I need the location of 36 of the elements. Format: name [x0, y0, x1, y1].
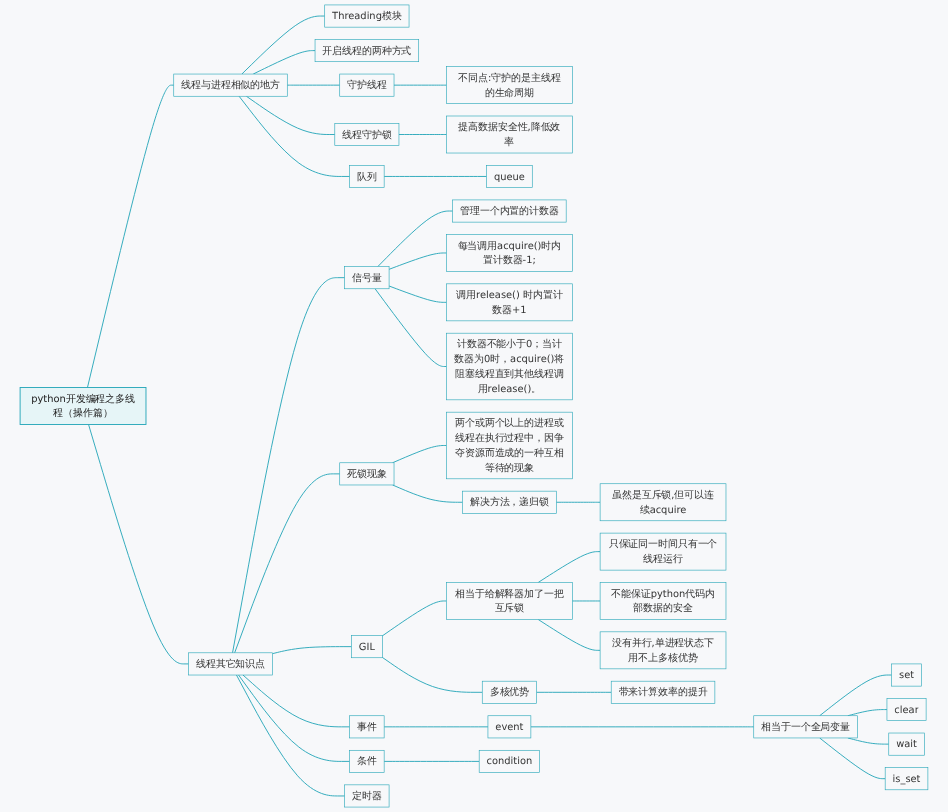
connector — [238, 674, 351, 762]
connector — [245, 95, 336, 135]
connector — [241, 15, 326, 75]
connector — [392, 484, 463, 503]
connector — [388, 252, 447, 270]
connector — [555, 501, 601, 503]
connector — [87, 84, 175, 388]
connector — [88, 424, 190, 665]
connector — [571, 600, 601, 602]
connector — [847, 709, 888, 717]
connector — [536, 691, 612, 693]
connector — [819, 737, 886, 780]
connector — [286, 84, 341, 86]
connector — [537, 551, 601, 583]
connector — [383, 726, 489, 728]
connector — [383, 176, 487, 177]
connector — [383, 760, 480, 762]
connector — [537, 619, 601, 651]
connector — [252, 50, 316, 75]
connector — [238, 95, 351, 177]
connector — [398, 134, 447, 135]
connector — [272, 646, 352, 655]
connector — [819, 674, 893, 717]
connector — [392, 445, 447, 464]
connector — [377, 210, 454, 267]
connector — [234, 473, 341, 654]
connector — [393, 84, 447, 86]
connector — [232, 277, 346, 654]
connector — [236, 674, 346, 797]
connector — [242, 674, 351, 728]
connector — [388, 285, 447, 303]
connector — [530, 726, 755, 728]
connector — [381, 656, 483, 693]
connector — [847, 737, 890, 745]
connector — [381, 600, 447, 637]
connector — [374, 288, 447, 367]
